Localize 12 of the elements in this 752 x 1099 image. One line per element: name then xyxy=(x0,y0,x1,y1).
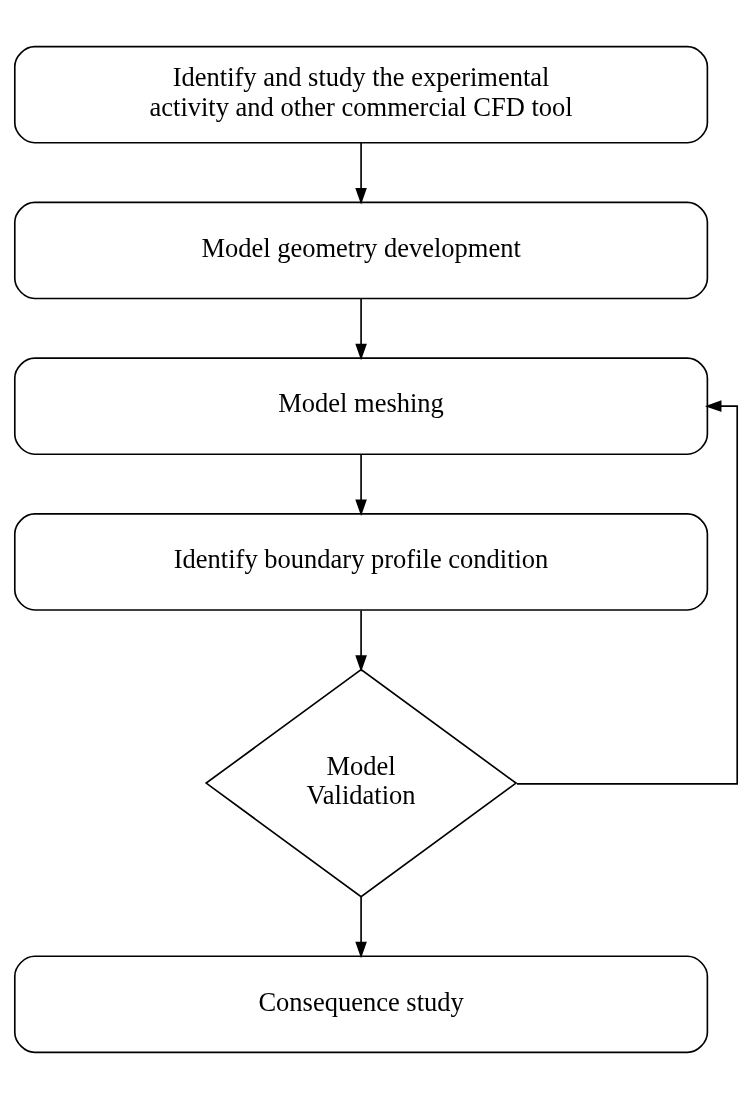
node-box: Model meshing xyxy=(13,357,709,456)
arrow xyxy=(516,400,739,785)
node-box: Identify and study the experimental activity and other commercial CFD tool xyxy=(13,45,709,144)
arrow xyxy=(355,298,367,361)
arrow xyxy=(355,142,367,205)
node-box: Identify boundary profile condition xyxy=(13,513,709,611)
arrow xyxy=(355,453,367,517)
node-box: Consequence study xyxy=(13,955,709,1054)
arrow xyxy=(355,896,367,959)
node-diamond: Model Validation xyxy=(204,668,518,898)
node-box: Model geometry development xyxy=(13,201,709,300)
arrow xyxy=(355,609,367,672)
